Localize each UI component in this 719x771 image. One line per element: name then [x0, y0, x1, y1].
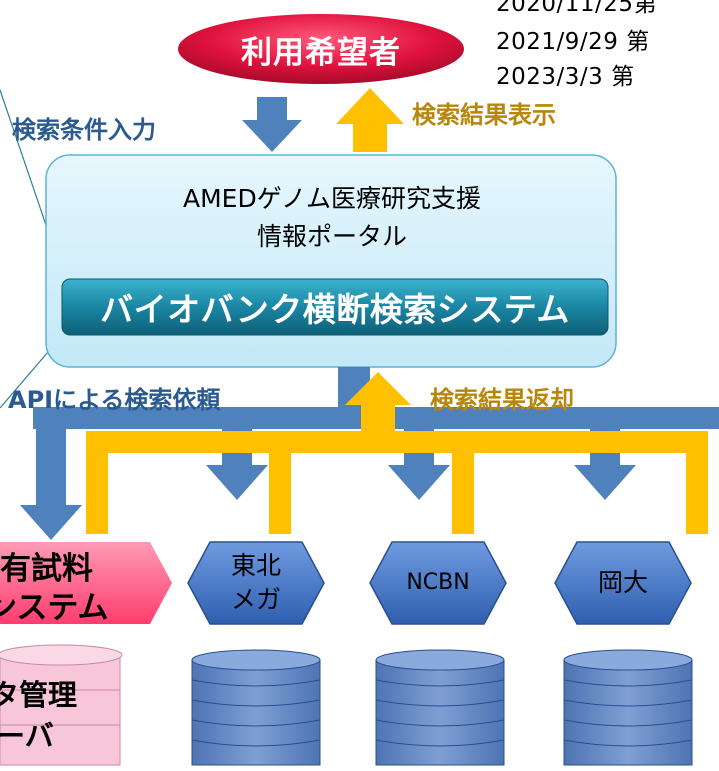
- portal-title-line1: AMEDゲノム医療研究支援: [183, 184, 481, 213]
- biobank-db-ncbn: [375, 649, 505, 766]
- user-ellipse: [178, 14, 464, 84]
- search-input-label: 検索条件入力: [12, 116, 156, 144]
- user-label: 利用希望者: [241, 34, 401, 71]
- date-line-3: 2023/3/3 第: [496, 64, 635, 90]
- partial-server-line1: タ管理: [0, 678, 78, 712]
- biobank-label-line: NCBN: [406, 570, 470, 595]
- result-return-label: 検索結果返却: [430, 386, 574, 414]
- portal-title: AMEDゲノム医療研究支援 情報ポータル: [52, 180, 612, 256]
- biobank-hex-ncbn: [369, 541, 507, 625]
- result-display-arrow: [336, 88, 404, 152]
- search-input-arrow: [242, 97, 302, 152]
- biobank-label-line: 岡大: [597, 568, 648, 597]
- biobank-label-line: メガ: [230, 585, 281, 614]
- partial-server-line2: ーバ: [0, 719, 54, 753]
- biobank-label-okadai: 岡大: [577, 566, 669, 600]
- result-display-label: 検索結果表示: [412, 101, 556, 129]
- biobank-label-line: 東北: [230, 551, 281, 580]
- crossover-search-system-label: バイオバンク横断検索システム: [100, 290, 570, 329]
- biobank-label-tohoku: 東北 メガ: [210, 549, 302, 617]
- date-line-1: 2020/11/25第: [496, 0, 658, 17]
- partial-system-line2: ンステム: [0, 590, 109, 626]
- api-request-label: APIによる検索依頼: [8, 386, 221, 414]
- biobank-hex-tohoku: [187, 541, 325, 625]
- biobank-label-ncbn: NCBN: [392, 566, 484, 600]
- biobank-hex-okadai: [554, 541, 692, 625]
- partial-system-line1: 有試料: [0, 551, 93, 587]
- partial-pink-server: [0, 644, 123, 766]
- result-return-network: [86, 372, 708, 534]
- system-bar: [61, 278, 609, 336]
- portal-title-line2: 情報ポータル: [256, 222, 407, 251]
- date-line-2: 2021/9/29 第: [496, 29, 650, 55]
- biobank-db-tohoku: [191, 649, 321, 766]
- biobank-db-okadai: [563, 649, 693, 766]
- partial-red-system: [0, 542, 172, 624]
